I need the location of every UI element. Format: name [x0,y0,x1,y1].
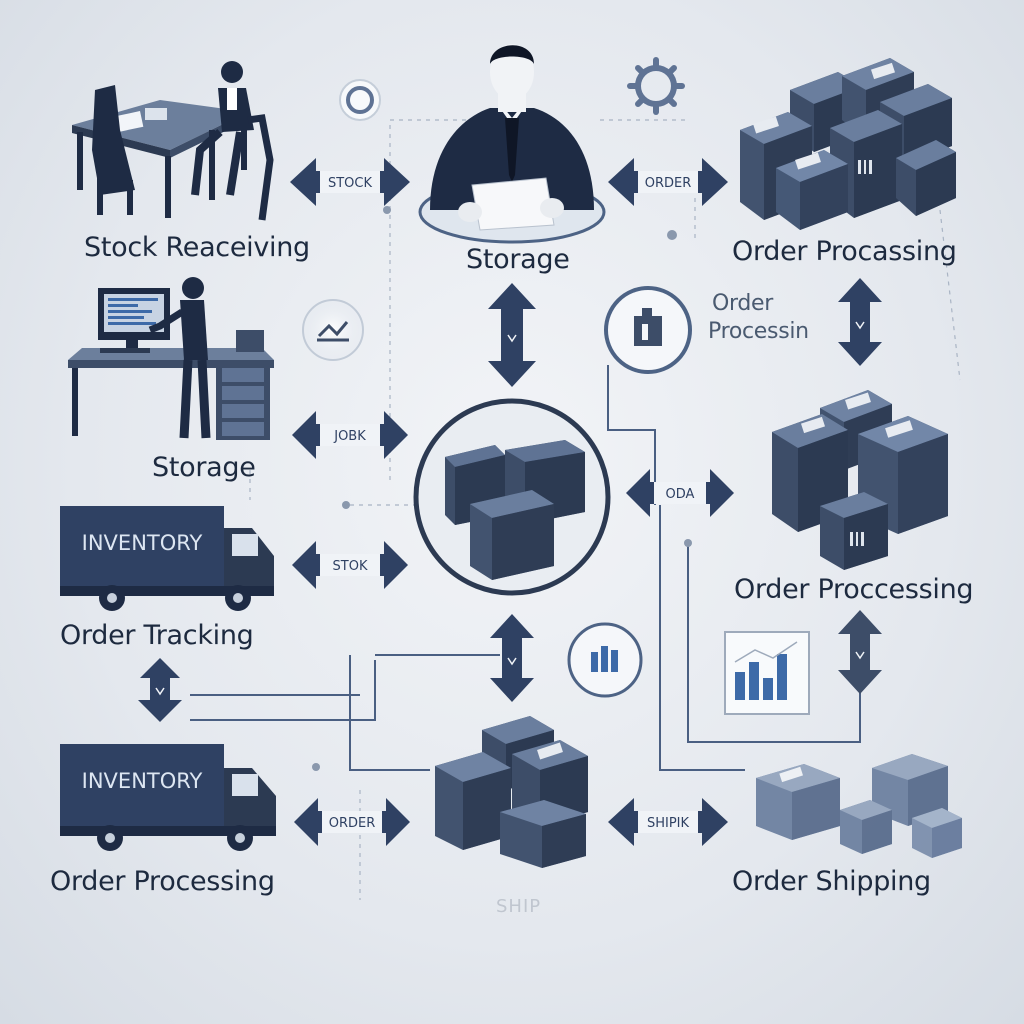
label-order-processing-bottom: Order Processing [50,866,275,897]
connector-dots [312,206,692,771]
label-order-processing-small-line1: Order [712,291,774,316]
arrow-order-top [608,158,728,206]
boxes-pile-mid-right [772,390,948,570]
target-icon-top [339,79,381,121]
inventory-truck-bottom [60,744,276,851]
label-stock-receiving: Stock Reaceiving [84,232,310,263]
boxes-pile-bottom-right [756,754,962,858]
label-storage-left: Storage [152,452,256,483]
arrow-oda-label: ODA [666,487,695,502]
label-storage-top: Storage [466,244,570,275]
stock-receiving-desk-illustration [72,61,274,221]
clipboard-icon [302,299,364,361]
boxes-pile-bottom-center [435,716,588,868]
arrow-jobk-label: JOBK [333,429,366,444]
vertical-arrow-right-top [838,278,882,366]
arrow-order-top-label: ORDER [645,176,692,191]
label-faint-bottom: SHIP [496,896,542,917]
vertical-arrow-hub-boxes [490,614,534,702]
document-icon-circle [604,286,692,374]
bar-chart-board [724,631,810,715]
arrow-stock-top [290,158,410,206]
bar-chart-icon-circle [567,622,643,698]
label-order-processing-small: Order Processin [708,290,809,346]
central-boxes-icon [445,440,585,580]
boxes-pile-top-right [740,58,956,230]
vertical-arrow-right-mid [838,610,882,694]
arrow-oda [626,469,734,517]
label-order-tracking: Order Tracking [60,620,254,651]
truck-top-label: INVENTORY [82,531,203,555]
arrow-stok-label: STOK [333,559,368,574]
arrow-jobk [292,411,408,459]
label-order-processing-mid: Order Proccessing [734,574,974,605]
arrow-order-bottom [294,798,410,846]
connector-lines [190,365,861,771]
label-order-shipping: Order Shipping [732,866,931,897]
arrow-shipping [608,798,728,846]
arrow-stock-top-label: STOCK [328,176,373,191]
label-order-processing-top: Order Procassing [732,236,957,267]
arrow-stok [292,541,408,589]
gear-icon-top [627,57,685,115]
manager-illustration [418,44,606,244]
arrow-order-bottom-label: ORDER [329,816,376,831]
arrow-shipping-label: SHIPIK [647,816,690,831]
truck-bottom-label: INVENTORY [82,769,203,793]
label-order-processing-small-line2: Processin [708,319,809,344]
vertical-arrow-left [138,658,182,722]
storage-workstation-illustration [68,277,274,440]
inventory-truck-top [60,506,274,611]
vertical-arrow-storage-hub [488,283,536,387]
